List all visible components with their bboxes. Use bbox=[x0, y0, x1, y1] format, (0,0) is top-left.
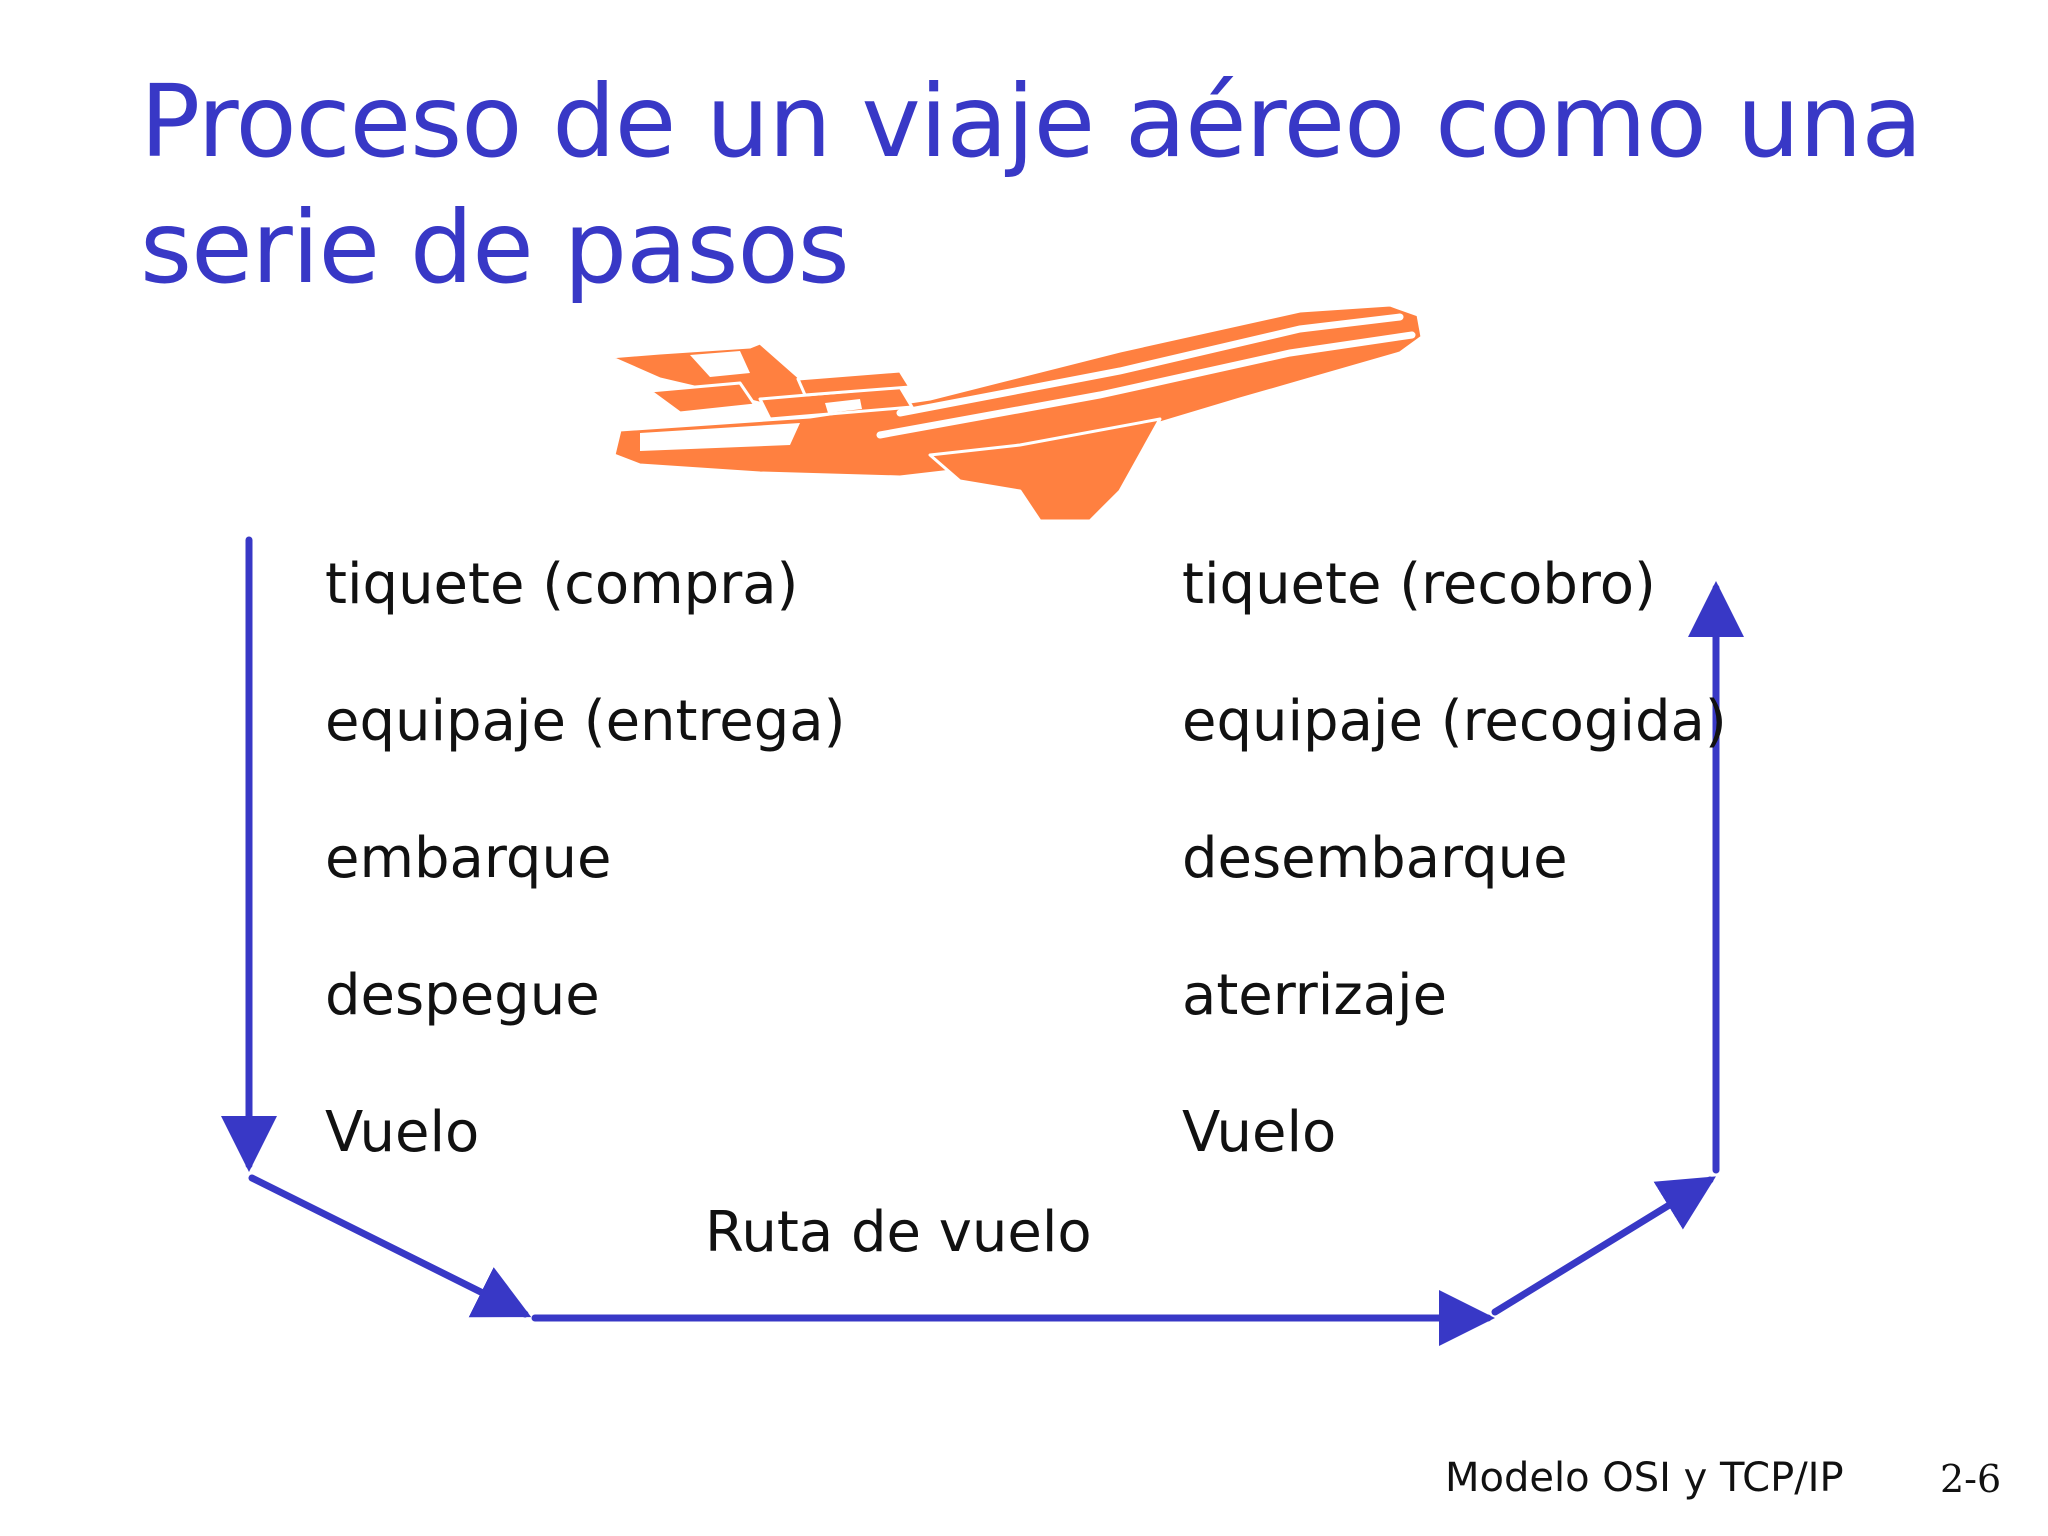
arrow-diagonal-up bbox=[1491, 1176, 1716, 1316]
route-label: Ruta de vuelo bbox=[705, 1200, 1092, 1265]
arrow-diagonal-down bbox=[248, 1174, 532, 1318]
right-step-ticket-recovery: tiquete (recobro) bbox=[1182, 552, 1656, 617]
left-step-ticket-purchase: tiquete (compra) bbox=[325, 552, 799, 617]
right-step-baggage-claim: equipaje (recogida) bbox=[1182, 689, 1727, 754]
left-step-baggage-checkin: equipaje (entrega) bbox=[325, 689, 846, 754]
left-step-flight: Vuelo bbox=[325, 1100, 480, 1165]
slide-title-line-1: Proceso de un viaje aéreo como una bbox=[140, 63, 1923, 180]
slide-title-line-2: serie de pasos bbox=[140, 189, 850, 306]
page-number: 2-6 bbox=[1940, 1457, 2002, 1501]
right-step-flight: Vuelo bbox=[1182, 1100, 1337, 1165]
slide-footer: Modelo OSI y TCP/IP bbox=[1445, 1455, 1844, 1501]
right-step-landing: aterrizaje bbox=[1182, 963, 1448, 1028]
left-step-boarding: embarque bbox=[325, 826, 612, 891]
left-step-takeoff: despegue bbox=[325, 963, 600, 1028]
airplane-icon bbox=[608, 303, 1424, 523]
right-step-deboarding: desembarque bbox=[1182, 826, 1568, 891]
